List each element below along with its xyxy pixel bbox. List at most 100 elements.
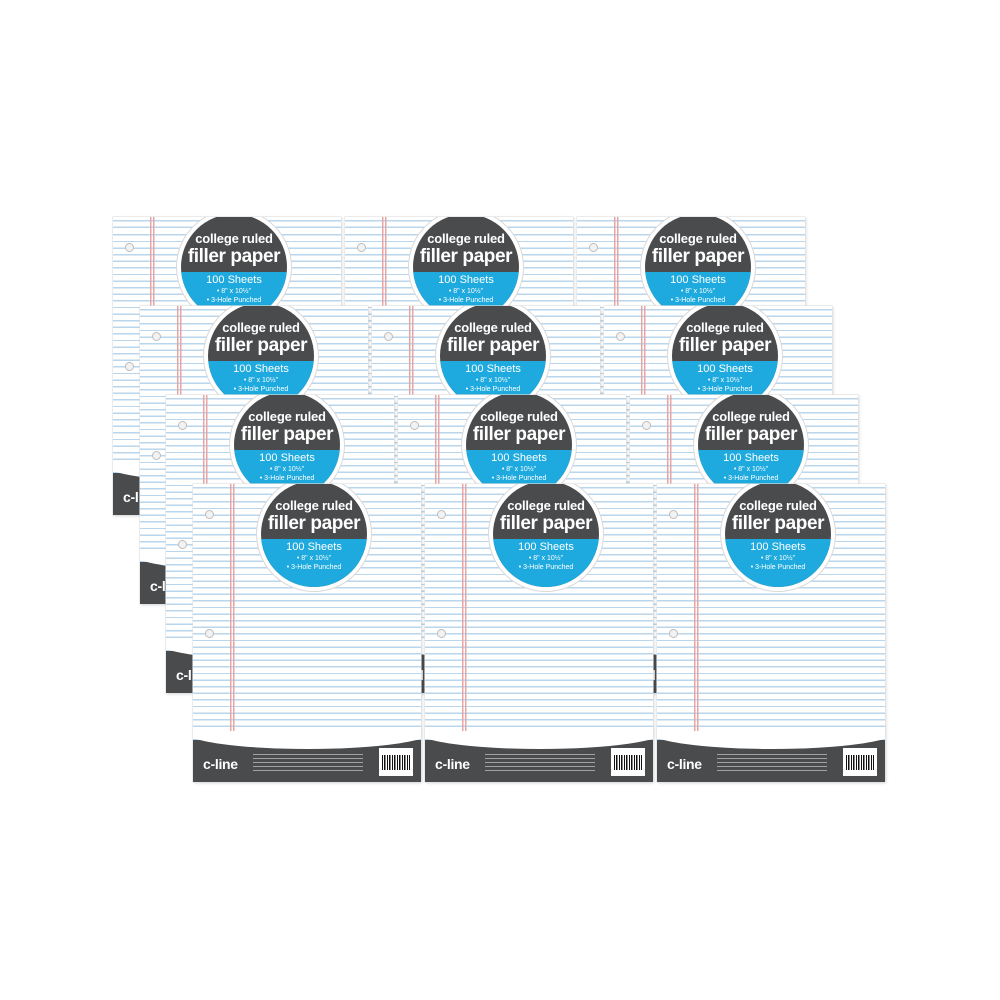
label-line-1: college ruled xyxy=(686,320,764,335)
label-sheet-count: 100 Sheets xyxy=(670,274,726,286)
label-line-1: college ruled xyxy=(222,320,300,335)
barcode-icon xyxy=(846,755,874,770)
label-sheet-count: 100 Sheets xyxy=(750,541,806,553)
label-line-2: filler paper xyxy=(240,424,334,445)
label-sheet-count: 100 Sheets xyxy=(723,452,779,464)
label-sheet-count: 100 Sheets xyxy=(491,452,547,464)
brand-logo: c-line xyxy=(667,756,702,772)
label-sheet-count: 100 Sheets xyxy=(286,541,342,553)
label-punched: • 3-Hole Punched xyxy=(233,386,289,393)
label-sheet-count: 100 Sheets xyxy=(206,274,262,286)
label-line-1: college ruled xyxy=(454,320,532,335)
punch-hole xyxy=(178,540,187,549)
label-punched: • 3-Hole Punched xyxy=(465,386,521,393)
label-sheet-count: 100 Sheets xyxy=(233,363,289,375)
label-line-2: filler paper xyxy=(731,513,825,534)
barcode-box xyxy=(379,748,413,776)
label-size: • 8" x 10½" xyxy=(707,377,743,384)
label-punched: • 3-Hole Punched xyxy=(286,564,342,571)
filler-paper-pack-r4-c2: college ruled filler paper 100 Sheets • … xyxy=(425,484,653,782)
punch-hole xyxy=(125,243,134,252)
label-line-2: filler paper xyxy=(267,513,361,534)
punch-hole xyxy=(178,421,187,430)
filler-paper-pack-r4-c1: college ruled filler paper 100 Sheets • … xyxy=(193,484,421,782)
punch-hole xyxy=(410,421,419,430)
label-sheet-count: 100 Sheets xyxy=(438,274,494,286)
label-punched: • 3-Hole Punched xyxy=(670,297,726,304)
punch-hole xyxy=(437,510,446,519)
fine-print xyxy=(485,754,595,772)
brand-logo: c-line xyxy=(203,756,238,772)
barcode-box xyxy=(843,748,877,776)
punch-hole xyxy=(125,362,134,371)
label-sheet-count: 100 Sheets xyxy=(518,541,574,553)
product-label-badge: college ruled filler paper 100 Sheets • … xyxy=(721,484,835,591)
label-line-1: college ruled xyxy=(739,498,817,513)
product-label-badge: college ruled filler paper 100 Sheets • … xyxy=(257,484,371,591)
filler-paper-pack-r4-c3: college ruled filler paper 100 Sheets • … xyxy=(657,484,885,782)
label-sheet-count: 100 Sheets xyxy=(697,363,753,375)
label-punched: • 3-Hole Punched xyxy=(750,564,806,571)
label-size: • 8" x 10½" xyxy=(760,555,796,562)
label-line-1: college ruled xyxy=(507,498,585,513)
label-size: • 8" x 10½" xyxy=(296,555,332,562)
barcode-box xyxy=(611,748,645,776)
label-size: • 8" x 10½" xyxy=(475,377,511,384)
punch-hole xyxy=(205,629,214,638)
fine-print xyxy=(253,754,363,772)
label-line-1: college ruled xyxy=(275,498,353,513)
punch-hole xyxy=(669,510,678,519)
label-line-1: college ruled xyxy=(659,231,737,246)
label-size: • 8" x 10½" xyxy=(680,288,716,295)
label-size: • 8" x 10½" xyxy=(528,555,564,562)
punch-hole xyxy=(205,510,214,519)
punch-hole xyxy=(589,243,598,252)
label-line-1: college ruled xyxy=(248,409,326,424)
label-line-2: filler paper xyxy=(704,424,798,445)
label-line-1: college ruled xyxy=(480,409,558,424)
label-line-1: college ruled xyxy=(712,409,790,424)
product-label-badge: college ruled filler paper 100 Sheets • … xyxy=(489,484,603,591)
pack-footer-band: c-line xyxy=(657,731,885,782)
punch-hole xyxy=(616,332,625,341)
label-line-2: filler paper xyxy=(446,335,540,356)
label-line-2: filler paper xyxy=(472,424,566,445)
label-punched: • 3-Hole Punched xyxy=(438,297,494,304)
brand-logo: c-line xyxy=(435,756,470,772)
punch-hole xyxy=(152,332,161,341)
label-size: • 8" x 10½" xyxy=(216,288,252,295)
label-line-2: filler paper xyxy=(187,246,281,267)
label-punched: • 3-Hole Punched xyxy=(259,475,315,482)
punch-hole xyxy=(384,332,393,341)
label-punched: • 3-Hole Punched xyxy=(697,386,753,393)
label-size: • 8" x 10½" xyxy=(733,466,769,473)
punch-hole xyxy=(152,451,161,460)
label-line-1: college ruled xyxy=(195,231,273,246)
label-line-1: college ruled xyxy=(427,231,505,246)
label-sheet-count: 100 Sheets xyxy=(465,363,521,375)
punch-hole xyxy=(357,243,366,252)
label-punched: • 3-Hole Punched xyxy=(518,564,574,571)
barcode-icon xyxy=(382,755,410,770)
label-punched: • 3-Hole Punched xyxy=(491,475,547,482)
punch-hole xyxy=(437,629,446,638)
punch-hole xyxy=(669,629,678,638)
product-label-badge: college ruled filler paper 100 Sheets • … xyxy=(462,395,576,502)
label-line-2: filler paper xyxy=(214,335,308,356)
label-line-2: filler paper xyxy=(419,246,513,267)
label-line-2: filler paper xyxy=(651,246,745,267)
barcode-icon xyxy=(614,755,642,770)
pack-footer-band: c-line xyxy=(425,731,653,782)
label-punched: • 3-Hole Punched xyxy=(723,475,779,482)
label-sheet-count: 100 Sheets xyxy=(259,452,315,464)
pack-footer-band: c-line xyxy=(193,731,421,782)
label-size: • 8" x 10½" xyxy=(501,466,537,473)
label-line-2: filler paper xyxy=(678,335,772,356)
punch-hole xyxy=(642,421,651,430)
label-size: • 8" x 10½" xyxy=(243,377,279,384)
label-size: • 8" x 10½" xyxy=(269,466,305,473)
label-punched: • 3-Hole Punched xyxy=(206,297,262,304)
fine-print xyxy=(717,754,827,772)
label-line-2: filler paper xyxy=(499,513,593,534)
